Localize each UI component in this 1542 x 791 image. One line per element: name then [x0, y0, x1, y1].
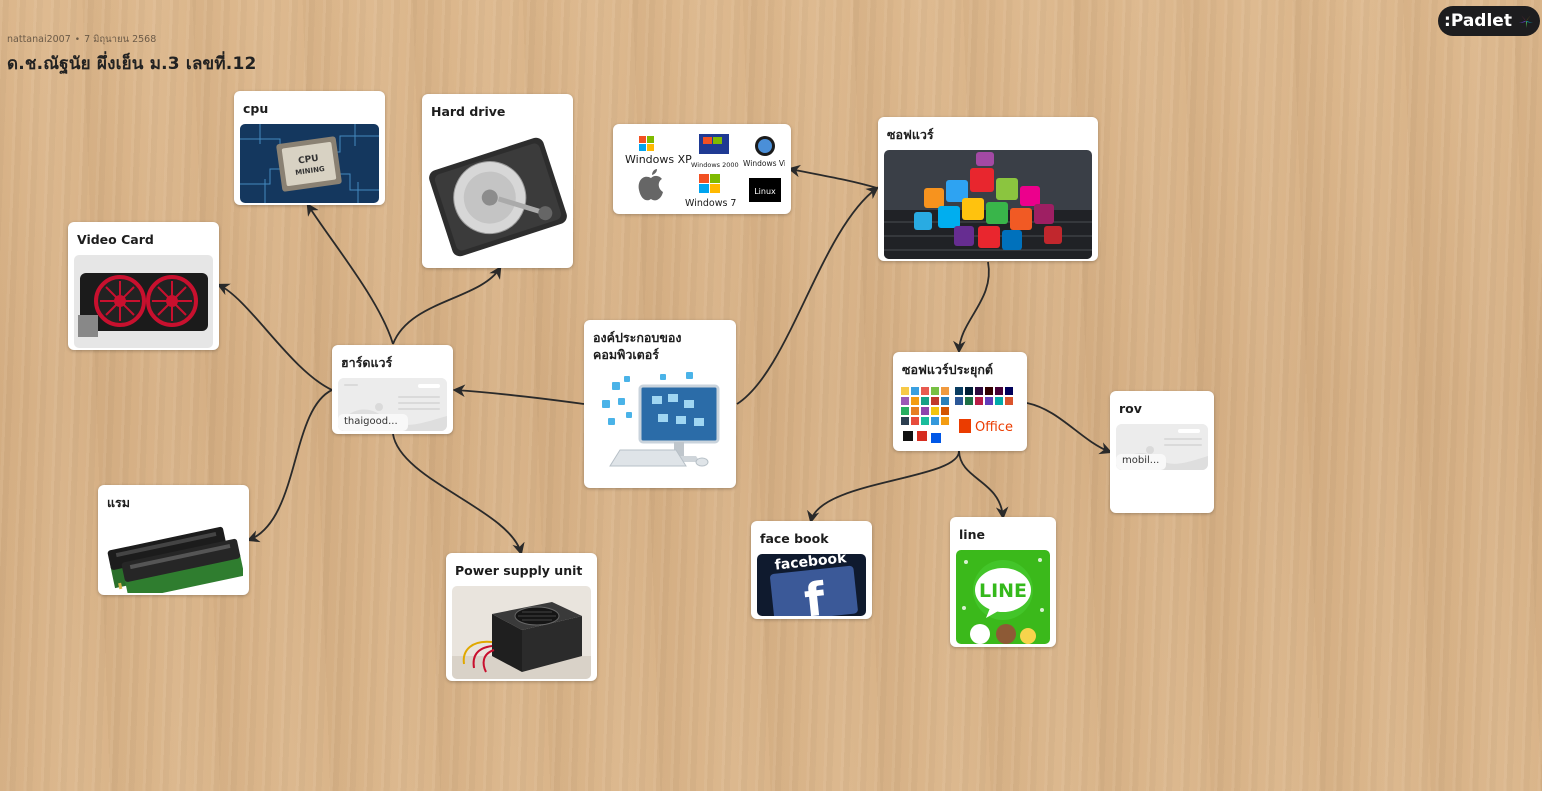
os-logos-image: Windows XP Windows 2000 Windows Vista Wi… — [619, 130, 785, 208]
card-hard-drive[interactable]: Hard drive — [422, 94, 573, 268]
card-ram[interactable]: แรม — [98, 485, 249, 595]
padlet-wordmark: :Padlet — [1444, 11, 1512, 31]
card-software[interactable]: ซอฟแวร์ — [878, 117, 1098, 261]
link-components-software — [736, 186, 880, 405]
link-appsoftware-facebook — [807, 450, 960, 524]
link-label: thaigood... — [344, 416, 398, 427]
card-title: Power supply unit — [455, 563, 583, 578]
cpu-chip-image: CPU MINING — [240, 124, 379, 203]
link-software-appsoftware — [953, 261, 990, 354]
link-appsoftware-rov — [1026, 402, 1113, 455]
line-wordmark: LINE — [979, 580, 1027, 602]
hard-drive-image — [428, 127, 567, 265]
card-title: line — [959, 527, 985, 542]
application-software-image: Office — [899, 385, 1021, 449]
card-title: Hard drive — [431, 104, 506, 119]
card-title: ซอฟแวร์ประยุกต์ — [902, 362, 994, 377]
card-title: face book — [760, 531, 829, 546]
board-title: ด.ช.ณัฐนัย ผึ่งเย็น ม.3 เลขที่.12 — [7, 54, 257, 74]
card-video-card[interactable]: Video Card — [68, 222, 219, 350]
link-placeholder-icon — [338, 378, 447, 431]
card-title: rov — [1119, 401, 1142, 416]
card-title: Video Card — [77, 232, 154, 247]
board-meta: nattanai2007 • 7 มิถุนายน 2568 — [7, 32, 257, 47]
card-rov[interactable]: rov mobil... — [1110, 391, 1214, 513]
card-title: แรม — [107, 495, 131, 510]
power-supply-image — [452, 586, 591, 679]
os-label-windows-2000: Windows 2000 — [691, 161, 739, 169]
card-title: องค์ประกอบของคอมพิวเตอร์ — [593, 330, 682, 362]
link-software-os — [787, 164, 878, 189]
facebook-logo-image: facebook f — [757, 554, 866, 616]
card-facebook[interactable]: face book facebook f — [751, 521, 872, 619]
meta-separator: • — [74, 34, 81, 45]
card-title: cpu — [243, 101, 269, 116]
board-date: 7 มิถุนายน 2568 — [84, 34, 157, 45]
link-preview-mobile[interactable]: mobil... — [1116, 424, 1208, 470]
card-title: ซอฟแวร์ — [887, 127, 934, 142]
card-computer-components[interactable]: องค์ประกอบของคอมพิวเตอร์ — [584, 320, 736, 488]
card-cpu[interactable]: cpu CPU MINING — [234, 91, 385, 205]
os-label-linux: Linux — [754, 187, 776, 196]
padlet-flower-icon — [1518, 15, 1533, 28]
card-title: ฮาร์ดแวร์ — [341, 355, 393, 370]
software-app-cubes-image — [884, 150, 1092, 259]
card-hardware[interactable]: ฮาร์ดแวร์ thaigood... — [332, 345, 453, 434]
computer-monitor-image — [590, 370, 730, 482]
link-placeholder-icon — [1116, 424, 1208, 470]
card-application-software[interactable]: ซอฟแวร์ประยุกต์ — [893, 352, 1027, 451]
board-header: nattanai2007 • 7 มิถุนายน 2568 ด.ช.ณัฐนั… — [7, 32, 257, 77]
link-hardware-psu — [392, 433, 525, 556]
link-hardware-harddrive — [392, 265, 502, 345]
os-label-windows-7: Windows 7 — [685, 198, 736, 208]
os-label-windows-xp: Windows XP — [625, 153, 692, 166]
card-line[interactable]: line LINE — [950, 517, 1056, 647]
link-hardware-cpu — [306, 202, 394, 345]
card-operating-systems[interactable]: Windows XP Windows 2000 Windows Vista Wi… — [613, 124, 791, 214]
svg-text:CPU: CPU — [298, 154, 320, 167]
link-hardware-videocard — [216, 283, 333, 391]
padlet-logo[interactable]: :Padlet — [1438, 6, 1540, 36]
card-power-supply-unit[interactable]: Power supply unit — [446, 553, 597, 681]
link-appsoftware-line — [958, 450, 1009, 520]
link-label: mobil... — [1122, 455, 1160, 466]
os-label-windows-vista: Windows Vista — [743, 159, 785, 168]
line-app-image: LINE — [956, 550, 1050, 644]
office-wordmark: Office — [975, 420, 1013, 435]
board-author[interactable]: nattanai2007 — [7, 34, 71, 45]
ram-modules-image — [104, 518, 243, 593]
link-hardware-ram — [246, 389, 333, 543]
link-components-hardware — [452, 384, 585, 405]
link-preview-thaigood[interactable]: thaigood... — [338, 378, 447, 431]
video-card-image — [74, 255, 213, 348]
